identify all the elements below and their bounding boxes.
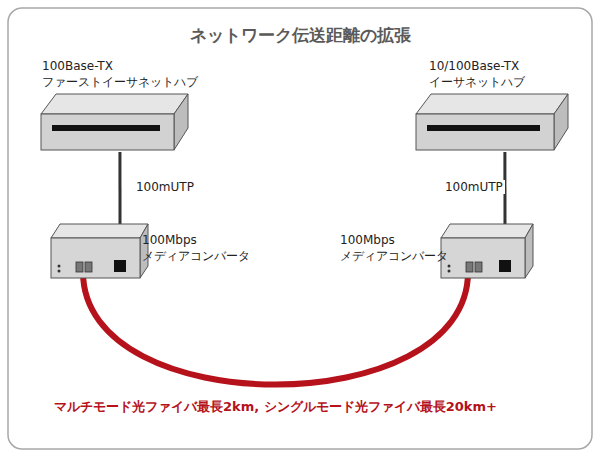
hub-front-face bbox=[416, 114, 554, 150]
hub-shape bbox=[40, 92, 190, 152]
hub-device: 100Base-TX ファーストイーサネットハブ bbox=[40, 92, 190, 152]
diagram-title: ネットワーク伝送距離の拡張 bbox=[0, 24, 600, 47]
hub-top-face bbox=[416, 94, 568, 114]
hub-side-face bbox=[554, 94, 568, 150]
media-converter: 100Mbps メディアコンバータ bbox=[50, 222, 150, 280]
led bbox=[448, 265, 451, 268]
frame-border bbox=[8, 8, 592, 449]
hub-front-face bbox=[41, 114, 174, 150]
media-converter: 100Mbps メディアコンバータ bbox=[440, 222, 535, 280]
converter-shape bbox=[50, 222, 150, 280]
fiber-port bbox=[85, 262, 92, 272]
hub-side-face bbox=[174, 94, 188, 150]
device-label: 100Mbps メディアコンバータ bbox=[142, 232, 254, 264]
hub-device: 10/100Base-TX イーサネットハブ bbox=[415, 92, 570, 152]
converter-side-face bbox=[525, 224, 533, 278]
led bbox=[58, 265, 61, 268]
converter-shape bbox=[440, 222, 535, 280]
fiber-distance-label: マルチモード光ファイバ最長2km, シングルモード光ファイバ最長20km+ bbox=[52, 398, 499, 416]
fiber-port bbox=[475, 262, 482, 272]
hub-port-bar bbox=[52, 125, 160, 131]
converter-front-face bbox=[51, 238, 140, 278]
led bbox=[448, 270, 451, 273]
fiber-cable bbox=[83, 272, 468, 385]
cable-label: 100mUTP bbox=[443, 180, 505, 194]
utp-cable bbox=[118, 152, 121, 226]
rj45-port bbox=[114, 260, 126, 272]
fiber-port bbox=[466, 262, 473, 272]
converter-front-face bbox=[441, 238, 525, 278]
device-label: 100Mbps メディアコンバータ bbox=[340, 232, 452, 264]
converter-top-face bbox=[51, 224, 148, 238]
hub-top-face bbox=[41, 94, 188, 114]
rj45-port bbox=[499, 260, 511, 272]
cable-label: 100mUTP bbox=[134, 180, 196, 194]
led bbox=[58, 270, 61, 273]
hub-shape bbox=[415, 92, 570, 152]
fiber-port bbox=[76, 262, 83, 272]
converter-top-face bbox=[441, 224, 533, 238]
device-label: 100Base-TX ファーストイーサネットハブ bbox=[42, 58, 217, 90]
device-label: 10/100Base-TX イーサネットハブ bbox=[429, 58, 579, 90]
hub-port-bar bbox=[427, 125, 540, 131]
